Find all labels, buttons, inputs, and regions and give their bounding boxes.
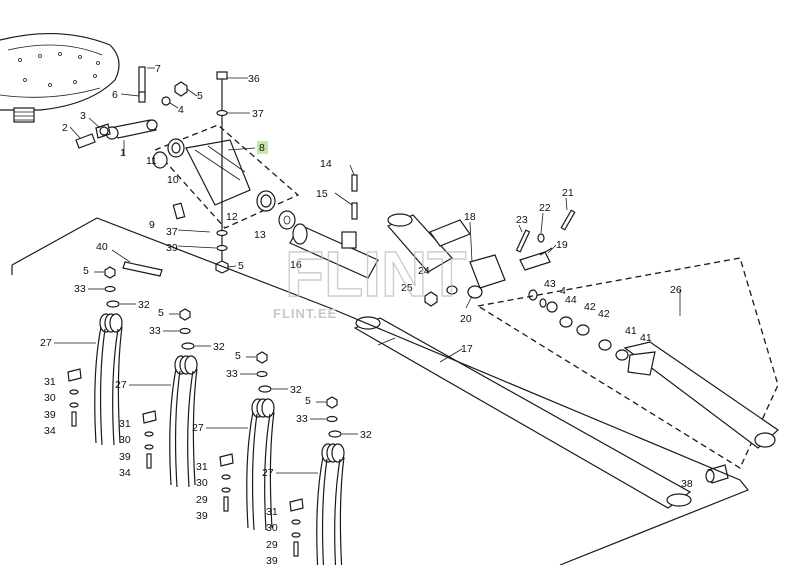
- callout-27: 27: [192, 422, 204, 434]
- callout-34: 34: [119, 467, 131, 479]
- callout-5: 5: [158, 307, 164, 319]
- callout-3: 3: [80, 110, 86, 122]
- callout-34: 34: [44, 425, 56, 437]
- callout-39: 39: [119, 451, 131, 463]
- clamp-assembly: [424, 254, 506, 307]
- callout-36: 36: [248, 73, 260, 85]
- callout-27: 27: [115, 379, 127, 391]
- callout-5: 5: [235, 350, 241, 362]
- callout-1: 1: [120, 147, 126, 159]
- callout-18: 18: [464, 211, 476, 223]
- tine-bar-outline: [11, 217, 749, 565]
- callout-38: 38: [681, 478, 693, 490]
- leader-lines: [69, 67, 681, 363]
- callout-39: 39: [166, 242, 178, 254]
- callout-30: 30: [196, 477, 208, 489]
- tine-arm-box: [476, 257, 779, 469]
- callout-10: 10: [167, 174, 179, 186]
- callout-6: 6: [112, 89, 118, 101]
- crank-arm-group: [75, 66, 188, 155]
- bearing-housing-group: [152, 124, 300, 230]
- callout-labels: 7 6 5 4 3 2 1 36 37 8 11 10 12 9 13 37 3…: [62, 63, 693, 490]
- callout-37: 37: [252, 108, 264, 120]
- callout-37b: 37: [166, 226, 178, 238]
- callout-30: 30: [266, 522, 278, 534]
- tine-assembly: 5 33 32 27 31 30 39 34: [115, 307, 225, 488]
- callout-5: 5: [83, 265, 89, 277]
- callout-32: 32: [360, 429, 372, 441]
- callout-23: 23: [516, 214, 528, 226]
- callout-32: 32: [213, 341, 225, 353]
- callout-42b: 42: [598, 308, 610, 320]
- callout-24: 24: [418, 265, 430, 277]
- callout-33: 33: [149, 325, 161, 337]
- callout-13: 13: [254, 229, 266, 241]
- callout-16: 16: [290, 259, 302, 271]
- callout-32: 32: [138, 299, 150, 311]
- callout-42a: 42: [584, 301, 596, 313]
- callout-43: 43: [544, 278, 556, 290]
- center-shaft: [289, 223, 379, 279]
- callout-5: 5: [305, 395, 311, 407]
- callout-41a: 41: [625, 325, 637, 337]
- watermark-sub: FLINT.EE: [273, 306, 337, 321]
- callout-40: 40: [96, 241, 108, 253]
- callout-33: 33: [226, 368, 238, 380]
- watermark-main: FLINT: [285, 238, 466, 310]
- callout-12: 12: [226, 211, 238, 223]
- callout-7: 7: [155, 63, 161, 75]
- callout-29: 29: [266, 539, 278, 551]
- callout-14: 14: [320, 158, 332, 170]
- callout-27: 27: [262, 467, 274, 479]
- callout-31: 31: [266, 506, 278, 518]
- callout-17: 17: [461, 343, 473, 355]
- callout-39: 39: [44, 409, 56, 421]
- callout-22: 22: [539, 202, 551, 214]
- callout-29: 29: [196, 494, 208, 506]
- callout-33: 33: [74, 283, 86, 295]
- callout-2: 2: [62, 122, 68, 134]
- callout-41b: 41: [640, 332, 652, 344]
- upper-tube: [387, 213, 471, 273]
- callout-8: 8: [259, 142, 265, 154]
- callout-30: 30: [119, 434, 131, 446]
- callout-26: 26: [670, 284, 682, 296]
- callout-44: 44: [565, 294, 577, 306]
- plate-40: [122, 261, 163, 277]
- callout-32: 32: [290, 384, 302, 396]
- tine-assemblies: 5 33 32 27 31 30 39 34 5 33 32 27 31 30 39 34 5 33 32 27 31 3…: [40, 265, 372, 565]
- callout-5b: 5: [238, 260, 244, 272]
- callout-21: 21: [562, 187, 574, 199]
- callout-25: 25: [401, 282, 413, 294]
- bushing: [705, 464, 729, 484]
- callout-39: 39: [266, 555, 278, 565]
- tine-assembly: 5 33 32 27 31 30 39 34: [40, 265, 150, 446]
- callout-4b: 4: [560, 285, 566, 297]
- callout-31: 31: [196, 461, 208, 473]
- callout-4: 4: [178, 104, 184, 116]
- callout-20: 20: [460, 313, 472, 325]
- tine-assembly: 5 33 32 27 31 30 29 39: [262, 395, 372, 565]
- callout-15: 15: [316, 188, 328, 200]
- callout-31: 31: [44, 376, 56, 388]
- callout-19: 19: [556, 239, 568, 251]
- callout-39: 39: [196, 510, 208, 522]
- small-parts-right: [515, 209, 629, 361]
- callout-30: 30: [44, 392, 56, 404]
- callout-9: 9: [149, 219, 155, 231]
- rotor-housing: [0, 32, 120, 123]
- pins-14-15: [351, 174, 358, 220]
- callout-27: 27: [40, 337, 52, 349]
- callout-31: 31: [119, 418, 131, 430]
- bolt-stack-center: [215, 71, 229, 274]
- watermark: FLINT FLINT.EE: [273, 237, 467, 321]
- callout-5: 5: [197, 90, 203, 102]
- tine-assembly: 5 33 32 27 31 30 29 39: [192, 350, 302, 531]
- callout-11: 11: [146, 155, 157, 167]
- callout-8-highlight: [257, 141, 268, 154]
- callout-33: 33: [296, 413, 308, 425]
